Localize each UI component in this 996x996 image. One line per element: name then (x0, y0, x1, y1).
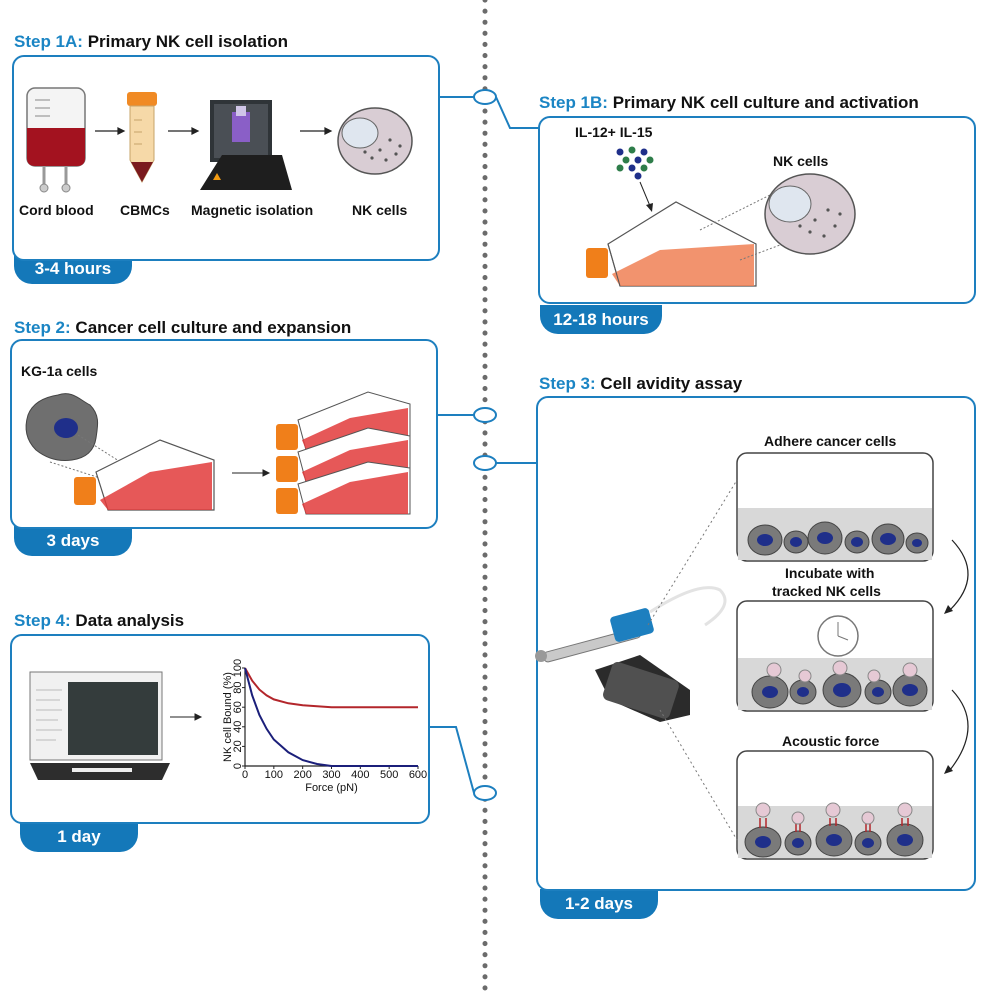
laptop-icon (29, 671, 170, 780)
y-tick-label: 40 (232, 721, 244, 733)
x-tick-label: 0 (242, 769, 248, 781)
y-axis-label: NK cell Bound (%) (222, 672, 234, 762)
label-cord-blood: Cord blood (19, 202, 94, 218)
label-magnetic-isolation: Magnetic isolation (191, 202, 314, 218)
cancer-cells-row-2 (751, 660, 928, 709)
step1a-title: Step 1A: Primary NK cell isolation (14, 32, 288, 51)
y-tick-label: 0 (232, 763, 244, 769)
label-cbmcs: CBMCs (120, 202, 170, 218)
label-kg1a-cells: KG-1a cells (21, 363, 98, 379)
cytokine-dots-icon (616, 146, 654, 180)
flask-stack-icon (276, 391, 411, 515)
acoustic-device-icon (535, 586, 727, 722)
cancer-cells-row-1 (747, 521, 929, 556)
y-tick-label: 80 (232, 681, 244, 693)
label-cytokines: IL-12+ IL-15 (575, 124, 653, 140)
x-tick-label: 600 (409, 769, 427, 781)
label-nk-cells-1b: NK cells (773, 153, 829, 169)
culture-flask-icon (586, 201, 757, 287)
series-line-2 (244, 667, 418, 767)
step2-duration: 3 days (14, 526, 132, 556)
blood-bag-icon (26, 87, 86, 193)
label-incubate-line1: Incubate with (785, 565, 875, 581)
y-tick-label: 20 (232, 740, 244, 752)
nk-cell-icon (764, 173, 856, 255)
step1b-title: Step 1B: Primary NK cell culture and act… (539, 93, 919, 112)
step1b-duration: 12-18 hours (540, 305, 662, 334)
cancer-cells-row-3 (744, 802, 924, 858)
cancer-cell-icon (25, 393, 99, 461)
series-line-1 (244, 667, 418, 709)
x-axis-label: Force (pN) (305, 782, 358, 794)
x-tick-label: 100 (265, 769, 283, 781)
step1b-panel (538, 116, 976, 304)
x-tick-label: 300 (322, 769, 340, 781)
x-tick-label: 500 (380, 769, 398, 781)
label-incubate-line2: tracked NK cells (772, 583, 881, 599)
magnet-icon (200, 100, 292, 190)
step4-title: Step 4: Data analysis (14, 611, 185, 630)
nk-cell-icon (337, 107, 413, 175)
cbmc-tube-icon (127, 92, 157, 184)
culture-flask-icon (74, 439, 215, 511)
label-adhere-cancer-cells: Adhere cancer cells (764, 433, 897, 449)
clock-icon (817, 615, 859, 657)
y-tick-label: 60 (232, 701, 244, 713)
step3-title: Step 3: Cell avidity assay (539, 374, 743, 393)
x-tick-label: 400 (351, 769, 369, 781)
x-tick-label: 200 (293, 769, 311, 781)
step2-title: Step 2: Cancer cell culture and expansio… (14, 318, 352, 337)
step4-duration: 1 day (20, 822, 138, 852)
label-nk-cells: NK cells (352, 202, 408, 218)
step3-duration: 1-2 days (540, 889, 658, 919)
y-tick-label: 100 (232, 659, 244, 677)
label-acoustic-force: Acoustic force (782, 733, 880, 749)
